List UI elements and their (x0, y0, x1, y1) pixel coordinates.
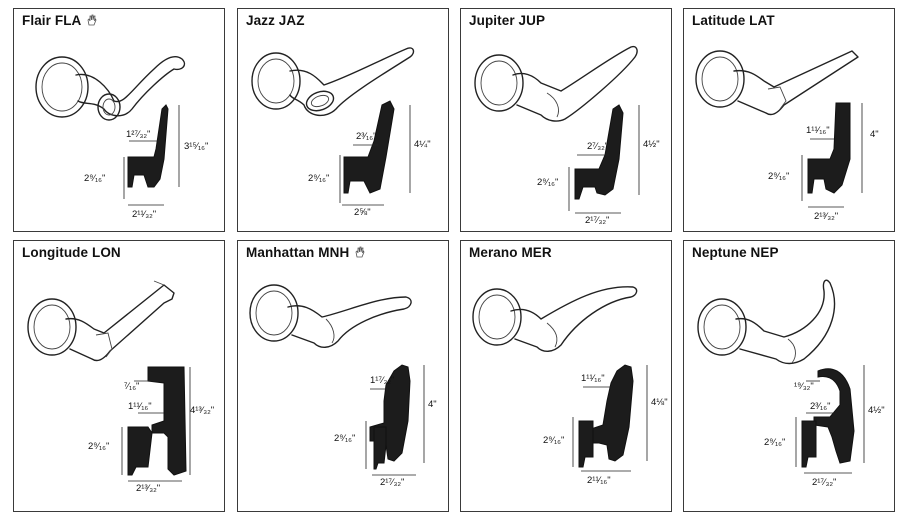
dim-top-gap: 2³⁄₁₆" (356, 131, 376, 142)
dim-top-gap: 2⁷⁄₃₂" (587, 141, 608, 152)
lever-drawing: ⁷⁄₁₆" 1¹¹⁄₁₆" 4¹³⁄₃₂" 2⁹⁄₁₆" 2¹³⁄₃₂" (27, 280, 214, 494)
dim-top-gap: 1²⁷⁄₃₂" (126, 129, 150, 140)
dim-depth: 2¹⁷⁄₃₂" (380, 477, 404, 488)
lever-isometric-illustration (251, 47, 415, 116)
hand-icon (355, 246, 365, 258)
dim-depth: 2¹¹⁄₃₂" (132, 209, 156, 220)
lever-panel-lon: Longitude LON ⁷⁄₁₆" 1¹¹⁄₁₆" 4¹³⁄₃₂" 2⁹⁄₁… (13, 240, 225, 512)
dim-top-gap: ⁷⁄₁₆" (124, 381, 139, 392)
lever-panel-lat: Latitude LAT 1¹¹⁄₁₆" 4" 2⁹⁄₁₆" 2¹³⁄₃₂" (683, 8, 895, 232)
lever-isometric-illustration (474, 45, 638, 122)
hand-icon (87, 14, 97, 26)
lever-panel-mnh: Manhattan MNH 1¹⁷⁄₃₂" 4" 2⁹⁄₁₆" 2¹⁷⁄₃₂" (237, 240, 449, 512)
dim-depth: 2¹⁷⁄₃₂" (585, 215, 609, 226)
dim-height: 4" (870, 129, 879, 140)
lever-isometric-illustration (249, 284, 412, 348)
lever-drawing: 1²⁷⁄₃₂" 3¹⁵⁄₁₆" 2⁹⁄₁₆" 2¹¹⁄₃₂" (35, 55, 208, 220)
dim-top-gap: 1¹¹⁄₁₆" (806, 125, 830, 136)
dim-mid-gap: 1¹¹⁄₁₆" (128, 401, 152, 412)
lever-isometric-illustration (697, 279, 836, 365)
lever-panel-mer: Merano MER 1¹¹⁄₁₆" 4⅛" 2⁹⁄₁₆" 2¹¹⁄₁₆" (460, 240, 672, 512)
lever-isometric-illustration (695, 50, 859, 116)
dim-rose: 2⁹⁄₁₆" (84, 173, 105, 184)
dim-rose: 2⁹⁄₁₆" (764, 437, 785, 448)
dim-rose: 2⁹⁄₁₆" (308, 173, 329, 184)
dim-depth: 2¹³⁄₃₂" (814, 211, 838, 222)
dim-rose: 2⁹⁄₁₆" (543, 435, 564, 446)
dim-height: 4¼" (414, 139, 431, 150)
dim-height: 4½" (643, 139, 660, 150)
dim-height: 4½" (868, 405, 885, 416)
panel-title: Neptune NEP (692, 245, 779, 260)
dim-height: 4" (428, 399, 437, 410)
dim-mid-gap: 2³⁄₁₆" (810, 401, 830, 412)
dim-height: 4⅛" (651, 397, 668, 408)
dim-height: 4¹³⁄₃₂" (190, 405, 214, 416)
lever-drawing: 1¹¹⁄₁₆" 4" 2⁹⁄₁₆" 2¹³⁄₃₂" (695, 50, 879, 222)
lever-drawing: ¹⁹⁄₃₂" 2³⁄₁₆" 4½" 2⁹⁄₁₆" 2¹⁷⁄₃₂" (697, 279, 885, 488)
panel-title: Jazz JAZ (246, 13, 305, 28)
lever-profile-diagram (568, 104, 640, 214)
lever-profile-diagram (365, 364, 425, 476)
lever-drawing: 1¹¹⁄₁₆" 4⅛" 2⁹⁄₁₆" 2¹¹⁄₁₆" (472, 286, 668, 486)
lever-isometric-illustration (472, 286, 638, 352)
dim-rose: 2⁹⁄₁₆" (334, 433, 355, 444)
dim-depth: 2¹⁷⁄₃₂" (812, 477, 836, 488)
lever-profile-diagram (121, 366, 191, 482)
dim-top-gap: 1¹¹⁄₁₆" (581, 373, 605, 384)
dim-depth: 2¹³⁄₃₂" (136, 483, 160, 494)
panel-title: Manhattan MNH (246, 245, 350, 260)
lever-profile-diagram (339, 100, 411, 206)
dim-top-gap: 1¹⁷⁄₃₂" (370, 375, 394, 386)
lever-panel-jaz: Jazz JAZ 2³⁄₁₆" 4¼" 2⁹⁄₁₆" 2⅝" (237, 8, 449, 232)
lever-drawing: 2⁷⁄₃₂" 4½" 2⁹⁄₁₆" 2¹⁷⁄₃₂" (474, 45, 660, 226)
lever-profile-diagram (123, 104, 180, 206)
panel-title: Longitude LON (22, 245, 121, 260)
panel-title: Merano MER (469, 245, 552, 260)
panel-title: Flair FLA (22, 13, 82, 28)
dim-top-gap: ¹⁹⁄₃₂" (794, 381, 814, 392)
dim-depth: 2⅝" (354, 207, 371, 218)
lever-isometric-illustration (35, 55, 186, 121)
lever-profile-diagram (801, 102, 863, 208)
lever-isometric-illustration (27, 280, 175, 362)
lever-panel-nep: Neptune NEP ¹⁹⁄₃₂" 2³⁄₁₆" 4½" 2⁹⁄₁₆" 2¹⁷… (683, 240, 895, 512)
dim-rose: 2⁹⁄₁₆" (768, 171, 789, 182)
lever-profile-diagram (795, 365, 865, 474)
lever-panel-jup: Jupiter JUP 2⁷⁄₃₂" 4½" 2⁹⁄₁₆" 2¹⁷⁄₃₂" (460, 8, 672, 232)
dim-rose: 2⁹⁄₁₆" (88, 441, 109, 452)
panel-title: Latitude LAT (692, 13, 775, 28)
lever-panel-fla: Flair FLA 1²⁷⁄₃₂" 3¹⁵⁄₁₆" 2⁹⁄₁₆" 2¹¹⁄₃₂" (13, 8, 225, 232)
dim-rose: 2⁹⁄₁₆" (537, 177, 558, 188)
lever-drawing: 1¹⁷⁄₃₂" 4" 2⁹⁄₁₆" 2¹⁷⁄₃₂" (249, 284, 437, 488)
dim-depth: 2¹¹⁄₁₆" (587, 475, 611, 486)
panel-title: Jupiter JUP (469, 13, 546, 28)
lever-profile-diagram (572, 364, 648, 472)
dim-height: 3¹⁵⁄₁₆" (184, 141, 208, 152)
lever-drawing: 2³⁄₁₆" 4¼" 2⁹⁄₁₆" 2⅝" (251, 47, 431, 218)
